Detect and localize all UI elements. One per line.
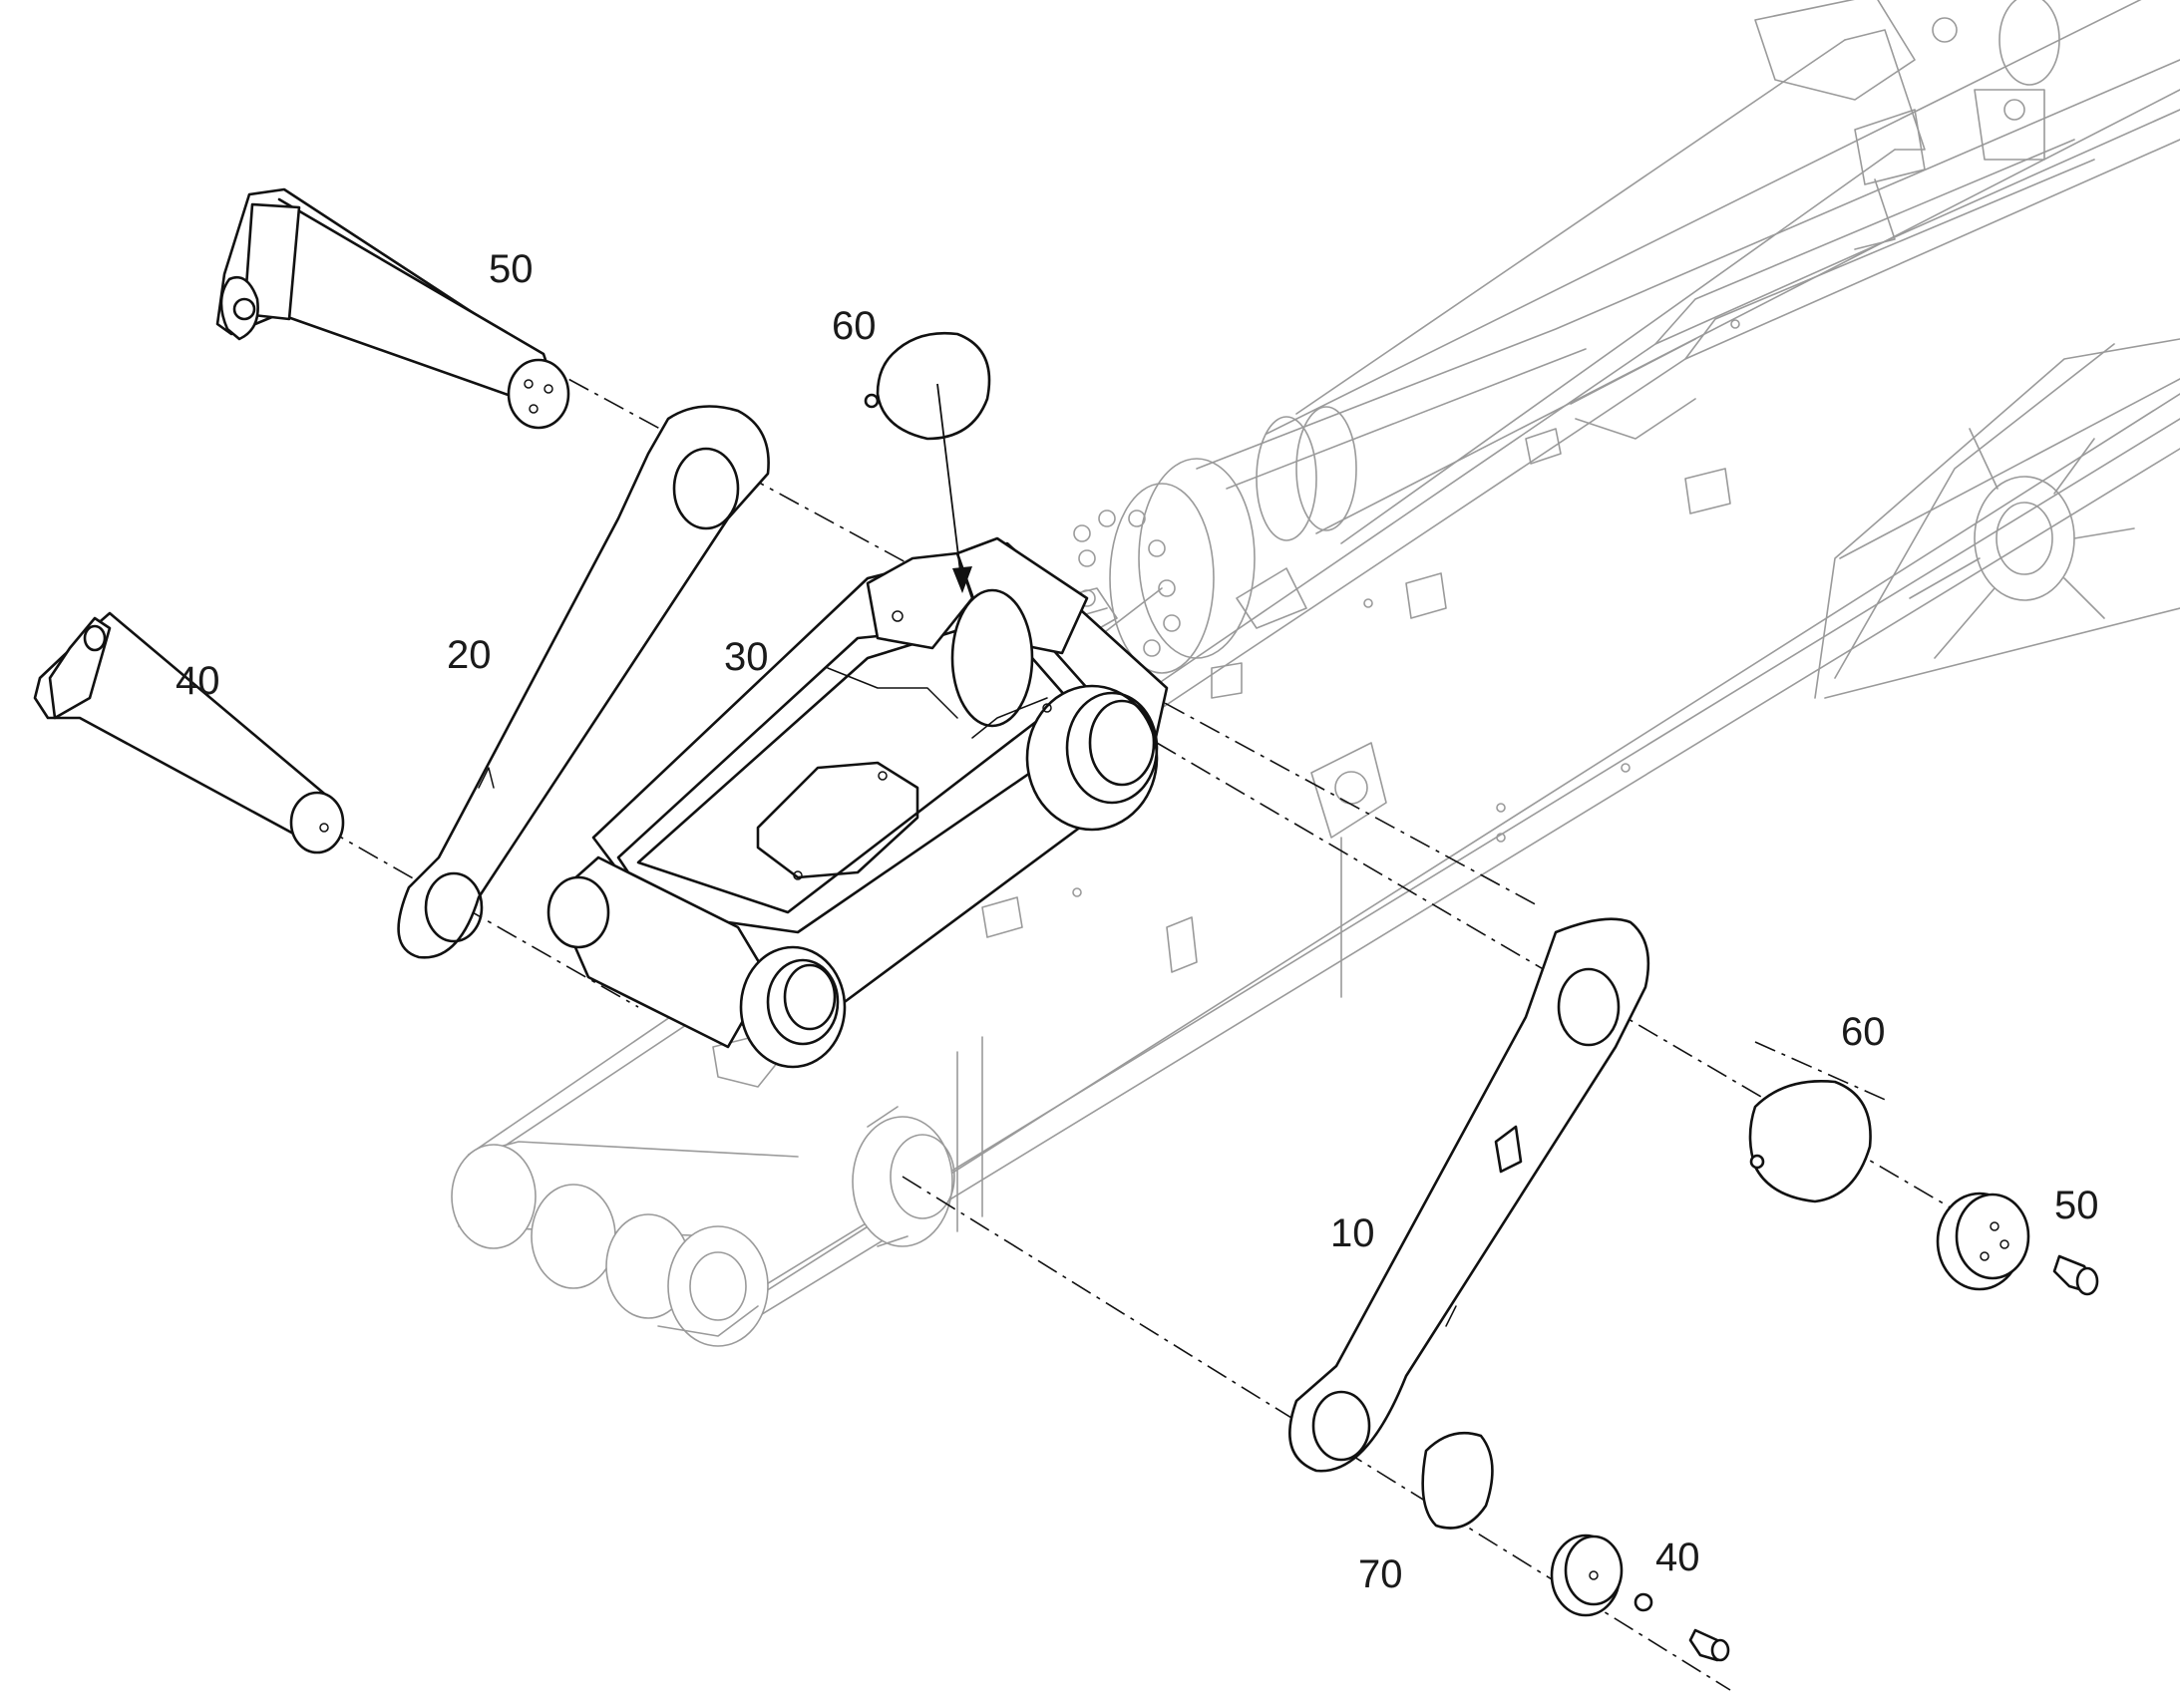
callout-washer: 70 <box>1358 1552 1403 1596</box>
callout-pin-upper: 50 <box>489 247 534 291</box>
boom-arm-background <box>451 0 2180 1347</box>
linkage-body <box>546 536 1169 1069</box>
callout-linkage-body: 30 <box>724 635 769 679</box>
callout-small-bolt: 40 <box>1655 1536 1700 1579</box>
shim-right <box>1748 1080 1872 1203</box>
small-bolt <box>1634 1592 1730 1662</box>
callout-pin-lower: 40 <box>176 659 220 703</box>
pin-upper <box>215 187 570 430</box>
callout-shim-top: 60 <box>832 304 877 348</box>
link-left <box>397 405 770 959</box>
callout-shim-right: 60 <box>1841 1010 1886 1054</box>
washer <box>1421 1431 1494 1530</box>
assembly-axis-lines <box>323 283 2000 1691</box>
callout-labels: 50 60 20 30 40 60 50 10 40 70 <box>176 247 2099 1596</box>
link-right <box>1288 917 1650 1473</box>
small-cap <box>1550 1534 1624 1617</box>
end-cap <box>1936 1192 2030 1291</box>
callout-end-cap: 50 <box>2054 1184 2099 1227</box>
callout-link-right: 10 <box>1330 1211 1375 1255</box>
shim-top <box>864 331 991 593</box>
callout-link-left: 20 <box>447 633 492 677</box>
cap-bolt <box>2052 1254 2099 1296</box>
pin-lower <box>33 611 345 854</box>
